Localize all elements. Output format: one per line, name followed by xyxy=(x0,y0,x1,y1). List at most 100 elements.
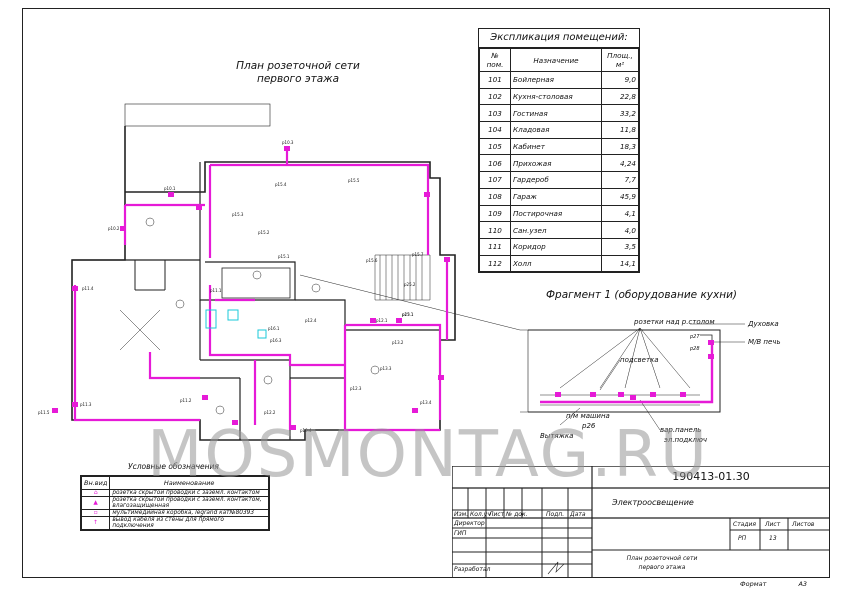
plan-label: р16.1 xyxy=(268,326,280,331)
plan-label: р15.2 xyxy=(258,230,270,235)
sheet-frame xyxy=(22,8,830,578)
title-block-col-change: Изм. xyxy=(454,511,469,518)
fragment-label-lighting: подсветка xyxy=(620,356,659,364)
fragment-label-microwave: М/В печь xyxy=(748,338,781,346)
explication-table: Экспликация помещений: № пом. Назначение… xyxy=(478,28,640,274)
fragment-label-oven: Духовка xyxy=(748,320,779,328)
title-block-sheets-label: Листов xyxy=(792,521,815,528)
legend-text: розетка скрытой проводки с заземл. конта… xyxy=(109,489,269,497)
plan-label: р12.3 xyxy=(350,386,362,391)
wiring-route-south xyxy=(253,360,440,432)
title-block-grid xyxy=(452,466,830,578)
explication-header-row: № пом. Назначение Площ., м² xyxy=(479,48,639,72)
plan-label: р15.1 xyxy=(278,254,290,259)
plan-title-line2: первого этажа xyxy=(256,73,340,85)
explication-num: 112 xyxy=(479,254,511,273)
plan-label: р12.2 xyxy=(264,410,276,415)
fragment-label-oven-code: р27 xyxy=(690,334,700,340)
title-block-role-gip: ГИП xyxy=(454,530,467,537)
legend-text: вывод кабеля из стены для прямого подклю… xyxy=(109,516,269,530)
plan-label: р11.2 xyxy=(180,398,192,403)
explication-caption: Экспликация помещений: xyxy=(479,29,639,48)
wiring-route-center xyxy=(208,285,442,420)
legend-header-row: Вн.вид Наименование xyxy=(80,476,269,490)
fragment-wiring xyxy=(540,340,714,404)
title-block-col-sign: Подп. xyxy=(546,511,565,518)
plan-title: План розеточной сети первого этажа xyxy=(228,60,368,86)
plan-title-line1: План розеточной сети xyxy=(236,60,360,72)
fragment-label-cooktop: вар.панель xyxy=(660,426,702,434)
plan-label: р25.1 xyxy=(402,312,414,317)
title-block-col-doc: № док. xyxy=(506,511,528,518)
title-block-col-count: Кол.уч xyxy=(470,511,491,518)
format-label: Формат А3 xyxy=(740,580,807,588)
legend-rows: ⌂розетка скрытой проводки с заземл. конт… xyxy=(80,489,269,530)
title-block-stage-label: Стадия xyxy=(733,521,757,528)
plan-label: р15.7 xyxy=(412,252,424,257)
fragment-title: Фрагмент 1 (оборудование кухни) xyxy=(546,289,738,301)
title-block-stage: РП xyxy=(738,535,747,542)
plan-label: р15.3 xyxy=(232,212,244,217)
legend-symbol-icon: ↑ xyxy=(80,516,111,530)
title-block-role-director: Директор xyxy=(454,520,485,527)
legend-symbol-icon: ▫ xyxy=(80,509,111,517)
legend-row: ▲розетка скрытой проводки с заземл. конт… xyxy=(80,496,269,510)
legend-header-kind: Вн.вид xyxy=(80,476,111,490)
explication-area: 18,3 xyxy=(601,137,639,156)
title-block-col-date: Дата xyxy=(570,511,586,518)
legend-row: ⌂розетка скрытой проводки с заземл. конт… xyxy=(80,489,269,497)
explication-area: 9,0 xyxy=(601,71,639,89)
fragment-label-cooktop-code: эл.подключ xyxy=(664,436,707,444)
fragment-label-dw-code: р26 xyxy=(582,422,596,430)
fragment-label-sockets: розетки над р.столом xyxy=(634,318,715,326)
legend-text: мультимедийная коробка, legrand кат№8039… xyxy=(109,509,269,517)
fragment-label-dishwasher: п/м машина xyxy=(566,412,610,420)
plan-label: р12.4 xyxy=(305,318,317,323)
format-label-text: Формат xyxy=(740,580,767,588)
explication-area: 14,1 xyxy=(601,254,639,273)
title-block-sheet-label: Лист xyxy=(765,521,781,528)
explication-area: 33,2 xyxy=(601,104,639,123)
title-block-sheet-title-line1: План розеточной сети xyxy=(626,555,698,562)
title-block-col-sheet: Лист xyxy=(489,511,505,518)
format-value: А3 xyxy=(798,580,808,588)
explication-header-num: № пом. xyxy=(479,48,511,72)
title-block: 190413-01.30 Изм. Кол.уч Лист № док. Под… xyxy=(452,466,830,578)
title-block-code: 190413-01.30 xyxy=(672,470,750,483)
plan-outer-wall xyxy=(124,103,271,127)
plan-label: р11.3 xyxy=(80,402,92,407)
legend-row: ↑вывод кабеля из стены для прямого подкл… xyxy=(80,516,269,530)
fragment-label-hood: Вытяжка xyxy=(540,432,574,440)
plan-label: р10.4 xyxy=(300,428,312,433)
plan-label: р15.4 xyxy=(275,182,287,187)
legend-symbol-icon: ▲ xyxy=(80,496,111,510)
title-block-sheet-title-line2: первого этажа xyxy=(638,564,686,571)
wiring-route-garage xyxy=(148,262,449,380)
legend-table: Вн.вид Наименование ⌂розетка скрытой про… xyxy=(80,475,270,531)
plan-label: р15.6 xyxy=(366,258,378,263)
plan-label: р13.2 xyxy=(392,340,404,345)
plan-label: р13.1 xyxy=(402,312,414,317)
legend-text: розетка скрытой проводки с заземл. конта… xyxy=(109,496,269,510)
plan-label: р10.1 xyxy=(164,186,176,191)
explication-header-area: Площ., м² xyxy=(601,48,639,72)
explication-area: 22,8 xyxy=(601,87,639,106)
title-block-sheet-title: План розеточной сети первого этажа xyxy=(602,554,722,572)
legend-caption: Условные обозначения xyxy=(128,462,219,471)
plan-label: р12.1 xyxy=(376,318,388,323)
plan-label: р10.3 xyxy=(282,140,294,145)
wiring-route-north xyxy=(208,163,430,258)
plan-label: р25.2 xyxy=(404,282,416,287)
title-block-role-developer: Разработал xyxy=(454,566,491,573)
